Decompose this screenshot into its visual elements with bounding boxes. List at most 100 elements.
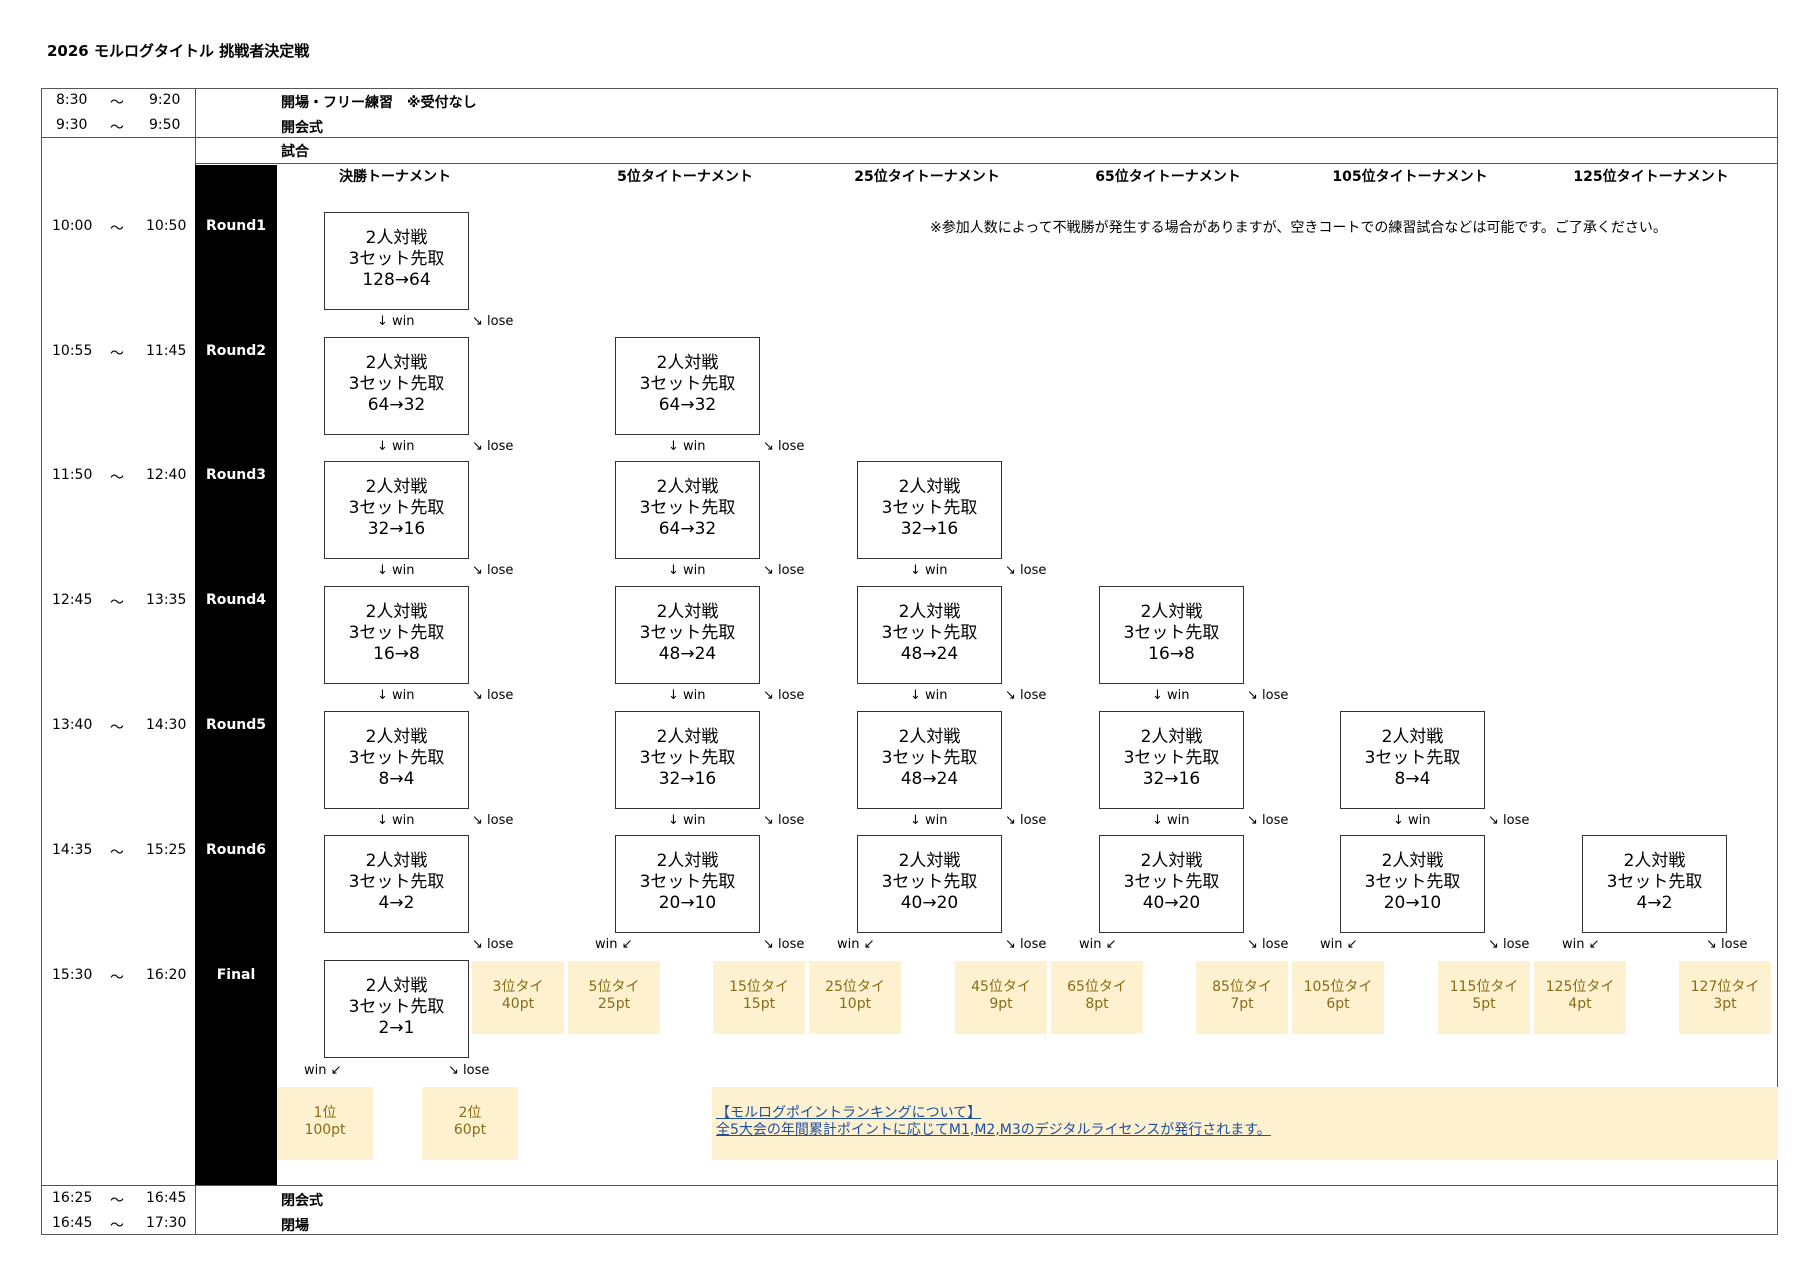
tilde: 〜: [110, 95, 124, 111]
round-label: Round4: [205, 592, 267, 608]
win-arrow: ↓ win: [377, 813, 415, 828]
match-bracket: 40→20: [900, 893, 959, 913]
win-arrow: ↓ win: [668, 439, 706, 454]
match-format: 2人対戦: [365, 976, 428, 996]
round-label: Round6: [205, 842, 267, 858]
lose-arrow: ↘ lose: [472, 813, 514, 828]
round-end-time: 10:50: [146, 218, 187, 234]
win-arrow: ↓ win: [377, 314, 415, 329]
round-label: Round3: [205, 467, 267, 483]
match-rule: 3セット先取: [1123, 872, 1220, 892]
tilde: 〜: [110, 845, 124, 861]
match-bracket: 16→8: [373, 644, 420, 664]
ranking-info-heading-link[interactable]: 【モルログポイントランキングについて】: [716, 1105, 982, 1121]
lose-arrow: ↘ lose: [763, 563, 805, 578]
placement-rank: 15位タイ: [729, 979, 789, 995]
divider: [41, 1185, 1778, 1186]
placement-points: 100pt: [304, 1122, 346, 1138]
lose-arrow: ↘ lose: [763, 937, 805, 952]
placement-points: 25pt: [597, 996, 631, 1012]
match-rule: 3セット先取: [639, 374, 736, 394]
column-header-65th: 65位タイトーナメント: [1095, 169, 1241, 185]
divider: [195, 163, 1778, 164]
placement-points: 6pt: [1326, 996, 1350, 1012]
match-bracket: 4→2: [378, 893, 415, 913]
tilde: 〜: [110, 120, 124, 136]
match-bracket: 40→20: [1142, 893, 1201, 913]
placement-points: 7pt: [1230, 996, 1254, 1012]
match-bracket: 32→16: [1142, 769, 1201, 789]
placement-rank: 115位タイ: [1449, 979, 1519, 995]
match-format: 2人対戦: [365, 353, 428, 373]
win-arrow: ↓ win: [1152, 813, 1190, 828]
round-start-time: 14:35: [52, 842, 93, 858]
round-start-time: 13:40: [52, 717, 93, 733]
round-start-time: 10:55: [52, 343, 93, 359]
match-rule: 3セット先取: [639, 748, 736, 768]
lose-arrow: ↘ lose: [1488, 937, 1530, 952]
win-arrow: ↓ win: [668, 688, 706, 703]
placement-rank: 45位タイ: [971, 979, 1031, 995]
start-time: 9:30: [56, 117, 88, 133]
lose-arrow: ↘ lose: [1247, 688, 1289, 703]
win-arrow: ↓ win: [910, 563, 948, 578]
placement-rank: 105位タイ: [1303, 979, 1373, 995]
win-arrow: win ↙: [1320, 937, 1358, 952]
placement-points: 15pt: [742, 996, 776, 1012]
match-bracket: 2→1: [378, 1018, 415, 1038]
column-header-5th: 5位タイトーナメント: [617, 169, 753, 185]
lose-arrow: ↘ lose: [1005, 688, 1047, 703]
win-arrow: win ↙: [595, 937, 633, 952]
round-end-time: 13:35: [146, 592, 187, 608]
match-format: 2人対戦: [656, 602, 719, 622]
match-format: 2人対戦: [365, 477, 428, 497]
match-rule: 3セット先取: [348, 498, 445, 518]
placement-rank: 125位タイ: [1545, 979, 1615, 995]
match-bracket: 48→24: [658, 644, 717, 664]
round-column: [195, 165, 277, 1185]
lose-arrow: ↘ lose: [763, 813, 805, 828]
end-time: 9:20: [149, 92, 181, 108]
match-bracket: 128→64: [362, 270, 431, 290]
round-end-time: 12:40: [146, 467, 187, 483]
lose-arrow: ↘ lose: [472, 688, 514, 703]
match-format: 2人対戦: [898, 727, 961, 747]
lose-arrow: ↘ lose: [1005, 937, 1047, 952]
ranking-info-body-link[interactable]: 全5大会の年間累計ポイントに応じてM1,M2,M3のデジタルライセンスが発行され…: [716, 1122, 1271, 1138]
column-header-final: 決勝トーナメント: [339, 169, 451, 185]
placement-rank: 127位タイ: [1690, 979, 1760, 995]
round-start-time: 11:50: [52, 467, 93, 483]
round-start-time: 10:00: [52, 218, 93, 234]
placement-points: 4pt: [1568, 996, 1592, 1012]
match-bracket: 32→16: [900, 519, 959, 539]
match-rule: 3セット先取: [348, 374, 445, 394]
match-rule: 3セット先取: [1606, 872, 1703, 892]
win-arrow: ↓ win: [910, 688, 948, 703]
win-arrow: win ↙: [1562, 937, 1600, 952]
match-format: 2人対戦: [898, 851, 961, 871]
placement-rank: 1位: [313, 1105, 337, 1121]
round-label: Round5: [205, 717, 267, 733]
round-start-time: 15:30: [52, 967, 93, 983]
match-format: 2人対戦: [1381, 727, 1444, 747]
round-label: Final: [216, 967, 256, 983]
tilde: 〜: [110, 470, 124, 486]
lose-arrow: ↘ lose: [448, 1063, 490, 1078]
match-section-label: 試合: [281, 144, 309, 160]
event-label: 開場・フリー練習 ※受付なし: [281, 95, 477, 111]
